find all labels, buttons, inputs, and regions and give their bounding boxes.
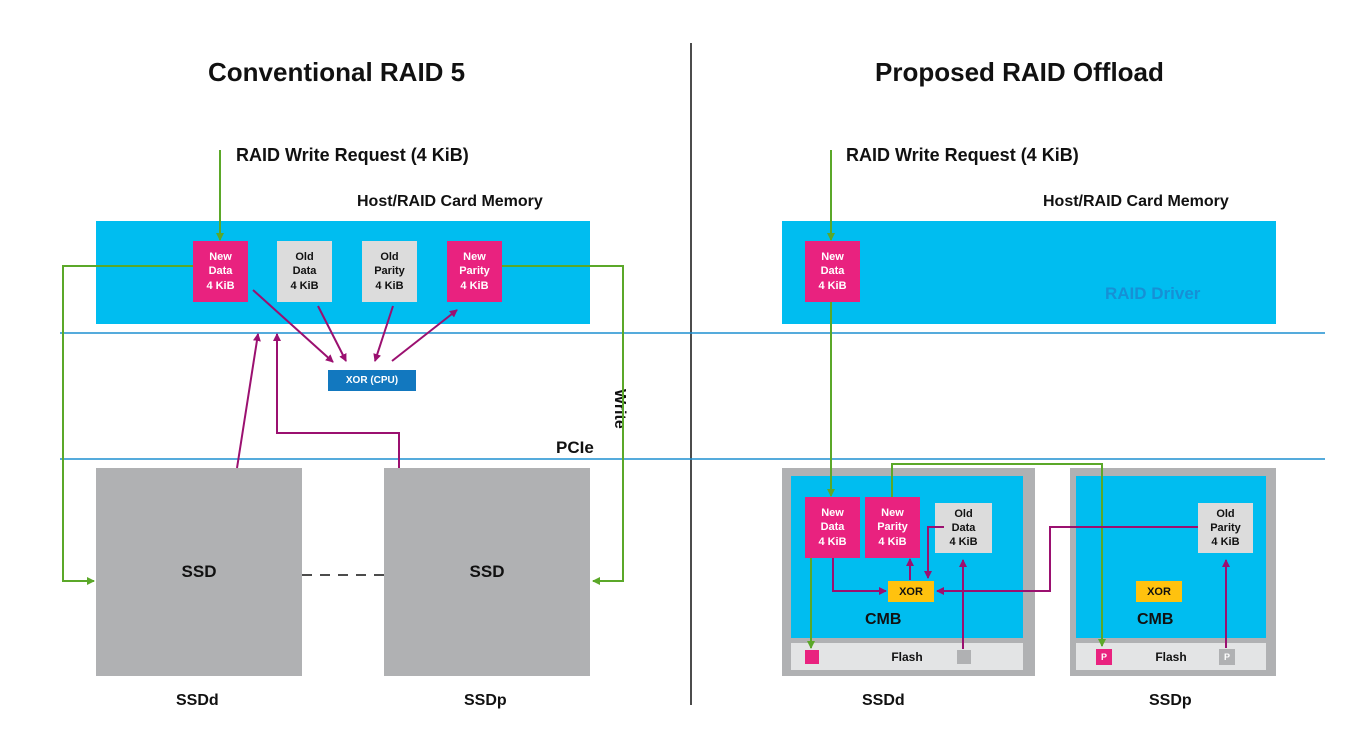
ssdd-old-data-block: Old Data 4 KiB [935, 503, 992, 553]
old-data-to-xor-arrow [317, 305, 347, 362]
left-write-parity-to-ssdp-arrow [502, 265, 624, 585]
ssdp-old-parity-to-ssdd-xor-arrow [936, 526, 1198, 595]
right-write-request-label: RAID Write Request (4 KiB) [846, 145, 1079, 165]
left-write-request-label: RAID Write Request (4 KiB) [236, 145, 469, 165]
xor-cpu-block: XOR (CPU) [328, 370, 416, 391]
ssdd-flash-old-data-cell [957, 650, 971, 664]
new-data-to-xor-arrow [252, 289, 334, 363]
left-memory-label: Host/RAID Card Memory [357, 193, 543, 210]
raid-driver-label: RAID Driver [1105, 284, 1201, 303]
xor-to-new-parity-arrow [391, 309, 458, 362]
ssdd-xor-block: XOR [888, 581, 934, 602]
right-ssdp-caption: SSDp [1149, 692, 1192, 709]
ssdd-new-data-to-xor-arrow [832, 558, 887, 595]
ssdd-new-parity-block: New Parity 4 KiB [865, 497, 920, 558]
ssdp-flash-old-parity-cell: P [1219, 649, 1235, 665]
left-ssd-parity: SSD [384, 468, 590, 676]
left-write-data-to-ssdd-arrow [62, 265, 193, 585]
right-new-data-block: New Data 4 KiB [805, 241, 860, 302]
ssdd-cmb-label: CMB [865, 611, 902, 628]
left-title: Conventional RAID 5 [208, 57, 466, 87]
right-host-memory-panel [782, 221, 1276, 324]
left-old-data-block: Old Data 4 KiB [277, 241, 332, 302]
ssdd-old-data-to-xor-arrow [924, 526, 944, 579]
left-ssdd-caption: SSDd [176, 692, 219, 709]
ssdp-read-old-parity-arrow [273, 333, 400, 468]
left-ssd-data: SSD [96, 468, 302, 676]
right-memory-label: Host/RAID Card Memory [1043, 193, 1229, 210]
ssdp-flash-new-parity-cell: P [1096, 649, 1112, 665]
right-ssdd-caption: SSDd [862, 692, 905, 709]
ssdd-read-old-data-arrow [236, 333, 261, 469]
left-host-memory-panel [96, 221, 590, 324]
old-parity-to-xor-arrow [373, 305, 394, 362]
pcie-label: PCIe [556, 438, 594, 457]
left-old-parity-block: Old Parity 4 KiB [362, 241, 417, 302]
ssdd-flash-bar: Flash [791, 643, 1023, 670]
new-parity-to-ssdp-flash-arrow [891, 463, 1106, 647]
ssdd-flash-new-data-cell [805, 650, 819, 664]
ssdp-xor-block: XOR [1136, 581, 1182, 602]
ssdp-old-parity-block: Old Parity 4 KiB [1198, 503, 1253, 553]
left-ssdp-caption: SSDp [464, 692, 507, 709]
left-new-data-block: New Data 4 KiB [193, 241, 248, 302]
ssdp-cmb-label: CMB [1137, 611, 1174, 628]
left-new-parity-block: New Parity 4 KiB [447, 241, 502, 302]
right-title: Proposed RAID Offload [875, 57, 1164, 87]
ssdd-new-data-block: New Data 4 KiB [805, 497, 860, 558]
